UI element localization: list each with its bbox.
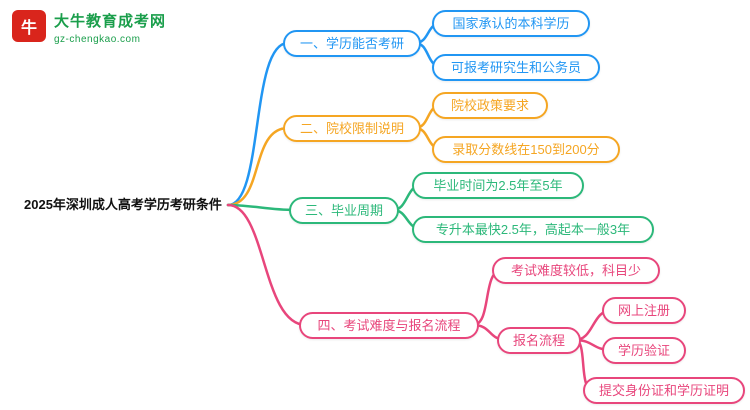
branch-3-child-1: 毕业时间为2.5年至5年 xyxy=(412,172,584,199)
branch-1-child-2: 可报考研究生和公务员 xyxy=(432,54,600,81)
branch-2-node: 二、院校限制说明 xyxy=(283,115,421,142)
branch-3-child-2: 专升本最快2.5年，高起本一般3年 xyxy=(412,216,654,243)
branch-3-node: 三、毕业周期 xyxy=(289,197,399,224)
branch-4-child-1: 考试难度较低，科目少 xyxy=(492,257,660,284)
branch-4-grandchild-1: 网上注册 xyxy=(602,297,686,324)
branch-1-node: 一、学历能否考研 xyxy=(283,30,421,57)
branch-4-grandchild-3: 提交身份证和学历证明 xyxy=(583,377,745,404)
branch-4-grandchild-2: 学历验证 xyxy=(602,337,686,364)
logo-text: 大牛教育成考网 gz-chengkao.com xyxy=(54,10,166,45)
branch-4-node: 四、考试难度与报名流程 xyxy=(299,312,479,339)
branch-2-child-1: 院校政策要求 xyxy=(432,92,548,119)
logo: 牛 大牛教育成考网 gz-chengkao.com xyxy=(12,10,166,45)
bull-logo-icon: 牛 xyxy=(12,10,46,42)
logo-subtitle: gz-chengkao.com xyxy=(54,34,141,45)
bull-glyph: 牛 xyxy=(20,20,37,37)
branch-2-child-2: 录取分数线在150到200分 xyxy=(432,136,620,163)
branch-1-child-1: 国家承认的本科学历 xyxy=(432,10,590,37)
branch-4-child-2: 报名流程 xyxy=(497,327,581,354)
root-node: 2025年深圳成人高考学历考研条件 xyxy=(24,196,222,214)
logo-title: 大牛教育成考网 xyxy=(54,13,167,30)
